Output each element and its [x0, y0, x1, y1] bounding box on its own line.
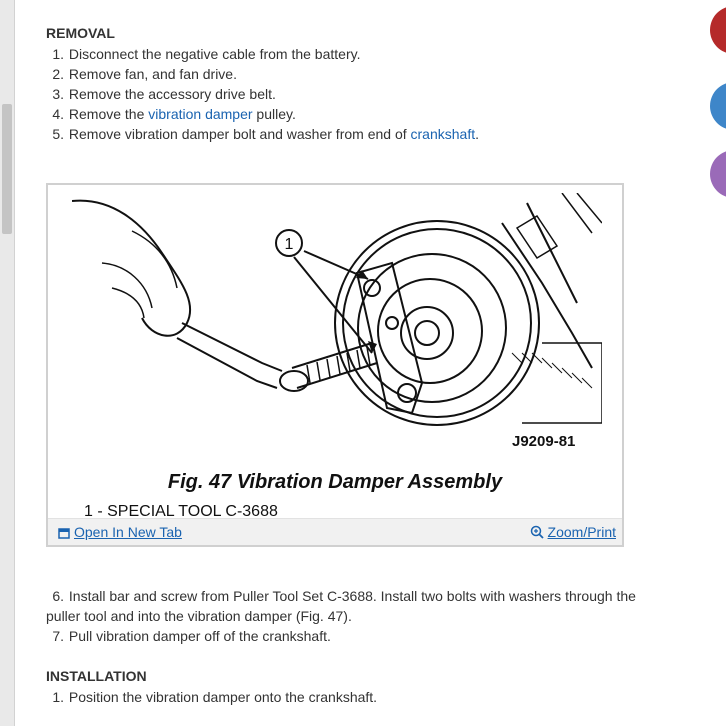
removal-steps: 1. Disconnect the negative cable from th…	[46, 44, 656, 144]
open-in-new-tab-link[interactable]: Open In New Tab	[58, 524, 182, 540]
list-item: 6. Install bar and screw from Puller Too…	[46, 588, 636, 624]
list-item: 3. Remove the accessory drive belt.	[52, 86, 276, 102]
blue-action-button[interactable]	[710, 82, 726, 130]
list-item: 5. Remove vibration damper bolt and wash…	[52, 126, 479, 142]
figure-legend: 1 - SPECIAL TOOL C-3688	[84, 503, 278, 520]
vibration-damper-link[interactable]: vibration damper	[148, 106, 253, 122]
list-item: 2. Remove fan, and fan drive.	[52, 66, 237, 82]
figure-toolbar: Open In New Tab Zoom/Print	[48, 518, 622, 545]
new-tab-icon	[58, 528, 70, 539]
figure-code: J9209-81	[512, 433, 576, 450]
red-action-button[interactable]	[710, 6, 726, 54]
installation-steps: 1. Position the vibration damper onto th…	[46, 687, 656, 707]
scrollbar-thumb[interactable]	[2, 104, 12, 234]
removal-heading: REMOVAL	[46, 25, 115, 41]
list-item: 4. Remove the vibration damper pulley.	[52, 106, 296, 122]
continued-steps: 6. Install bar and screw from Puller Too…	[46, 586, 656, 646]
zoom-icon	[530, 525, 544, 539]
figure-47: 1 J9209-81 Fig. 47 Vibration Damper Asse…	[46, 183, 624, 547]
purple-action-button[interactable]	[710, 150, 726, 198]
callout-number: 1	[285, 236, 294, 253]
vibration-damper-illustration: 1	[72, 193, 602, 426]
list-item: 1. Position the vibration damper onto th…	[52, 689, 378, 705]
installation-heading: INSTALLATION	[46, 668, 147, 684]
figure-caption: Fig. 47 Vibration Damper Assembly	[167, 471, 503, 493]
scrollbar[interactable]	[0, 0, 15, 726]
list-item: 7. Pull vibration damper off of the cran…	[52, 628, 331, 644]
crankshaft-link[interactable]: crankshaft	[410, 126, 476, 142]
list-item: 1. Disconnect the negative cable from th…	[52, 46, 361, 62]
zoom-print-link[interactable]: Zoom/Print	[530, 524, 616, 540]
